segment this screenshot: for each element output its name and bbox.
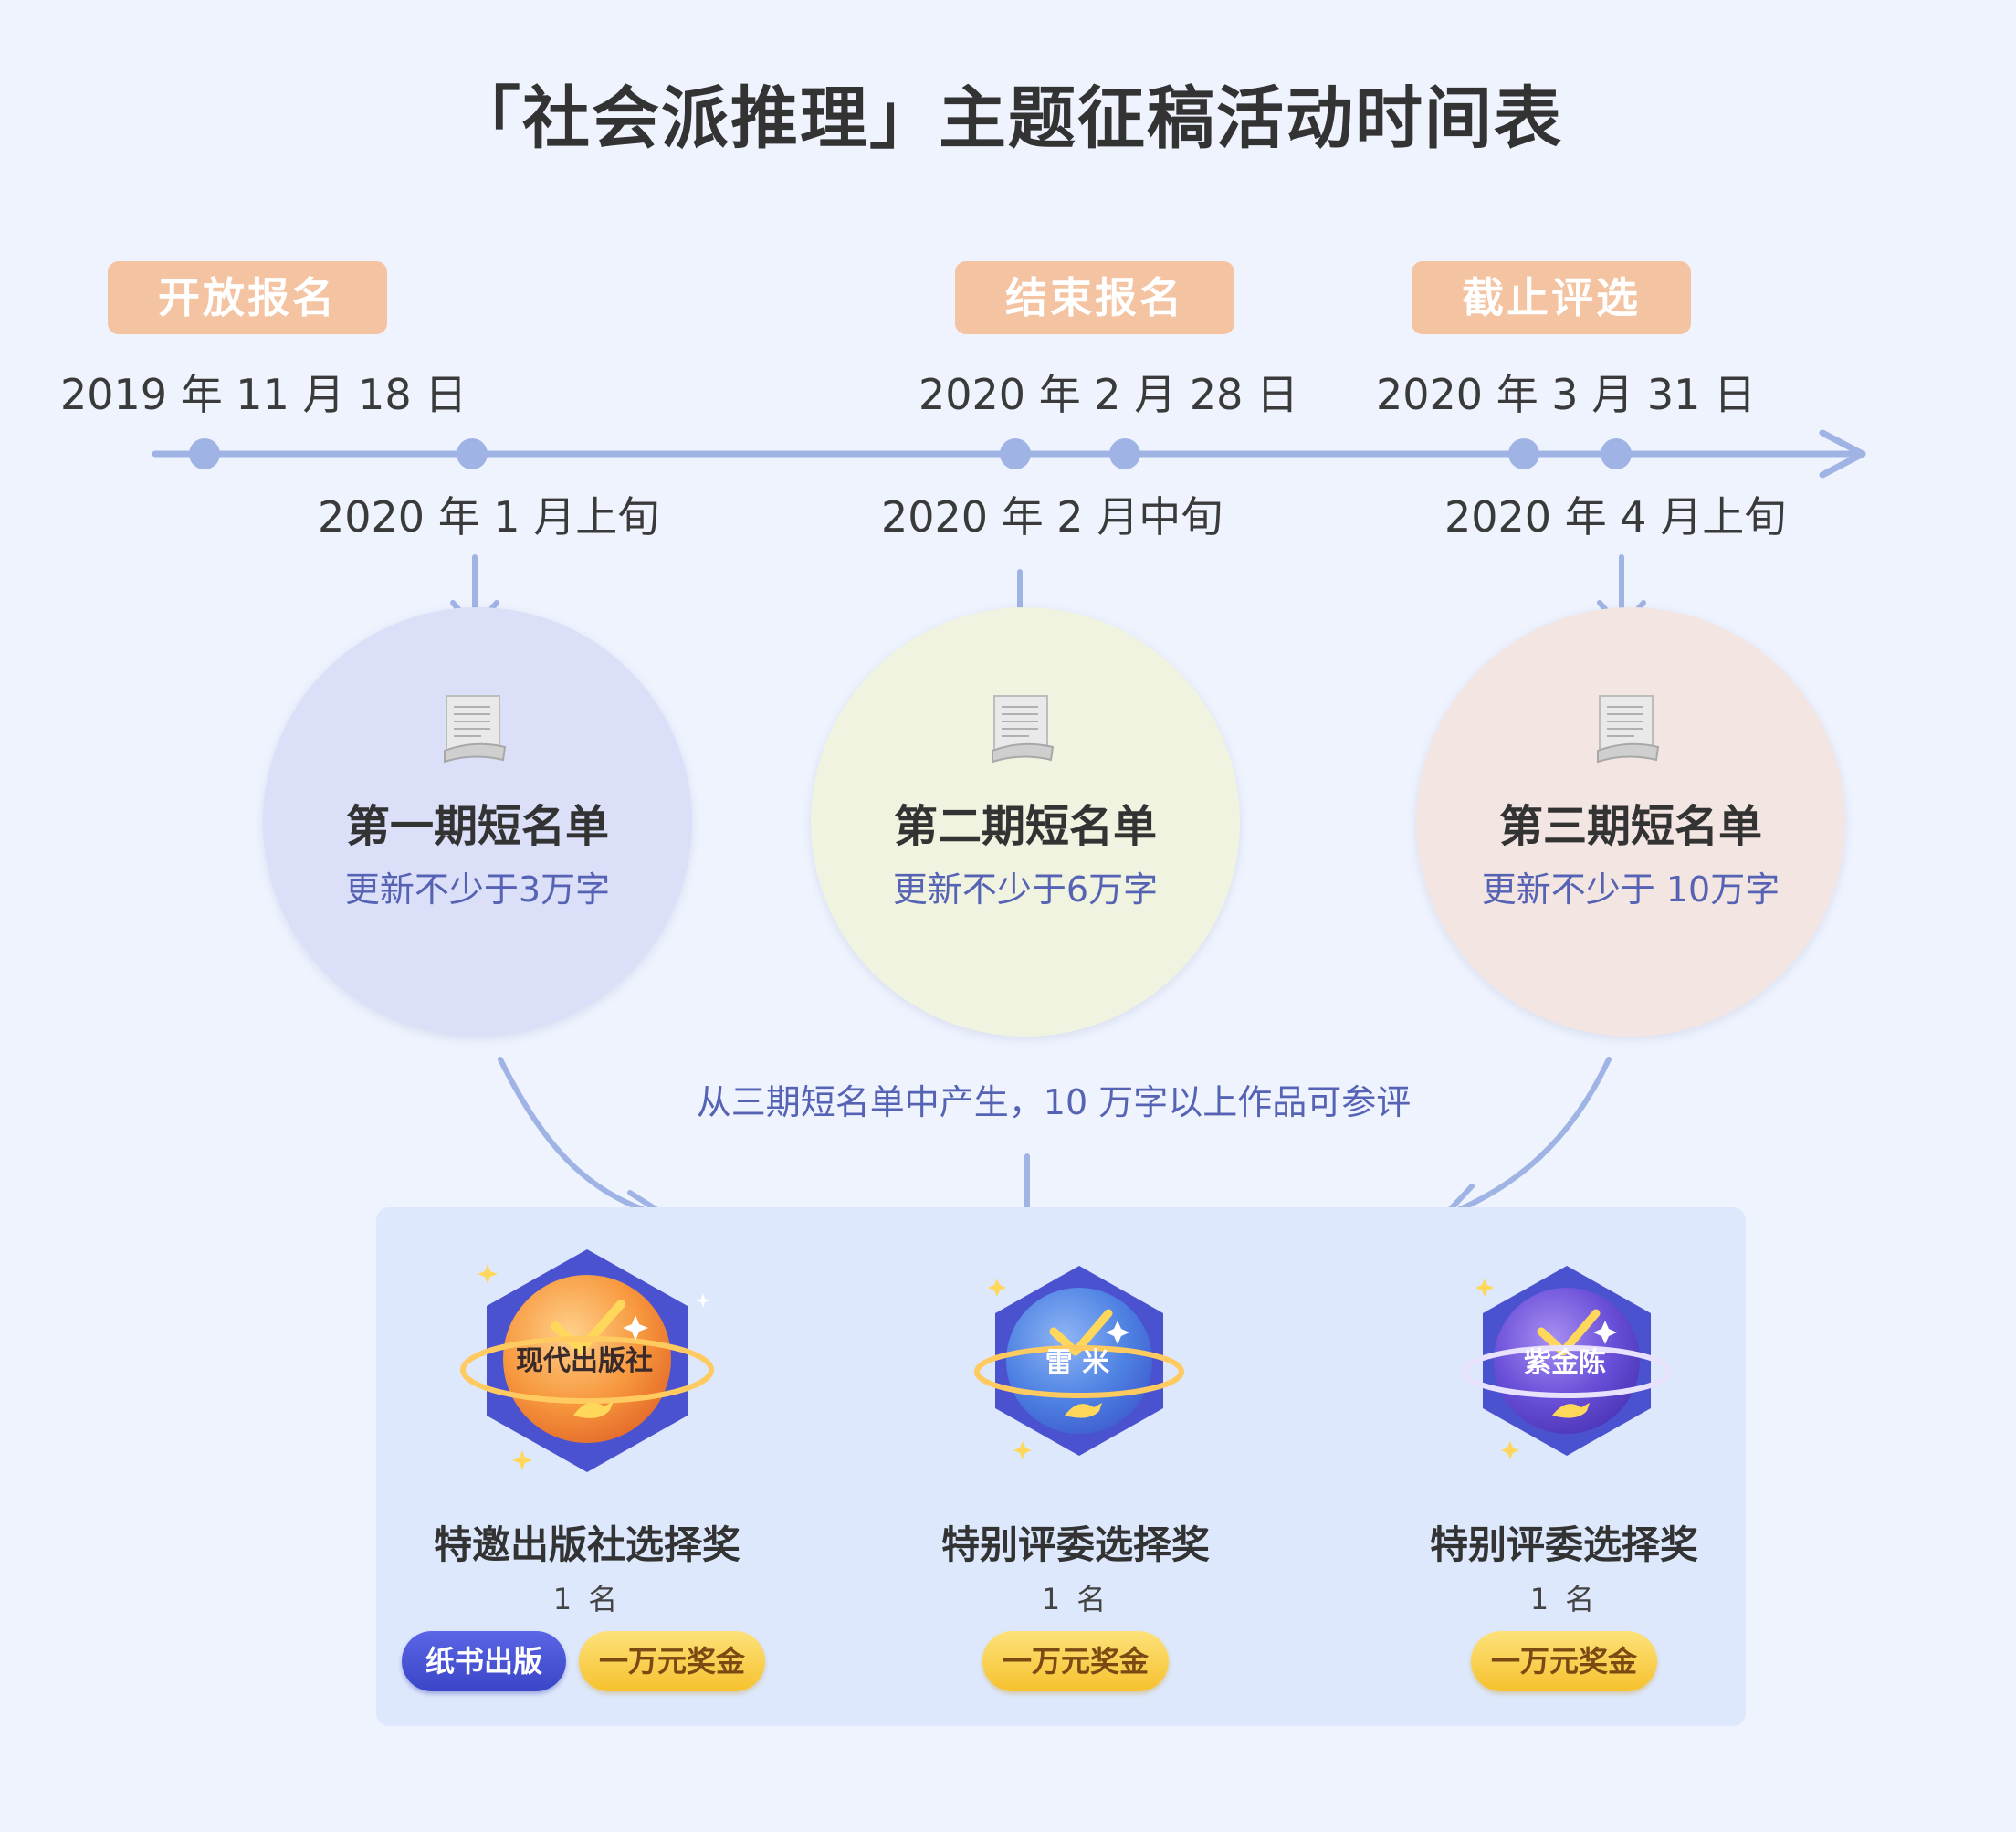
- tag-close-registration: 结束报名: [955, 261, 1234, 334]
- judge-zijinchen-badge-icon: 紫金陈: [1462, 1266, 1672, 1459]
- shortlist-title-1: 第一期短名单: [345, 801, 609, 852]
- date-close: 2020 年 2 月 28 日: [919, 370, 1298, 419]
- prize-money-badge-1: 一万元奖金: [579, 1631, 765, 1691]
- document-icon: [1597, 695, 1660, 763]
- date-third-shortlist: 2020 年 4 月上旬: [1444, 492, 1787, 542]
- badge-label-2: 雷 米: [1045, 1347, 1109, 1379]
- award-count-1: 1 名: [552, 1582, 622, 1616]
- timeline-dots: [189, 438, 1632, 469]
- date-deadline: 2020 年 3 月 31 日: [1376, 370, 1756, 419]
- shortlist-requirement-3: 更新不少于 10万字: [1481, 869, 1780, 910]
- print-publication-badge: 纸书出版: [402, 1631, 566, 1691]
- page-title: 「社会派推理」主题征稿活动时间表: [453, 79, 1563, 158]
- badge-label-3: 紫金陈: [1524, 1347, 1606, 1379]
- award-name-3: 特别评委选择奖: [1429, 1522, 1698, 1567]
- award-count-3: 1 名: [1529, 1582, 1599, 1616]
- tag-open-registration: 开放报名: [108, 261, 387, 334]
- badge-label-1: 现代出版社: [516, 1345, 653, 1377]
- prize-money-badge-3: 一万元奖金: [1471, 1631, 1657, 1691]
- shortlist-title-2: 第二期短名单: [893, 801, 1157, 852]
- shortlist-title-3: 第三期短名单: [1498, 801, 1762, 852]
- publisher-badge-icon: 现代出版社: [460, 1249, 714, 1472]
- document-icon: [444, 695, 507, 763]
- award-count-2: 1 名: [1041, 1582, 1110, 1616]
- prize-money-badge-2: 一万元奖金: [982, 1631, 1169, 1691]
- judge-leimi-badge-icon: 雷 米: [974, 1266, 1184, 1459]
- date-second-shortlist: 2020 年 2 月中旬: [881, 492, 1223, 542]
- award-name-2: 特别评委选择奖: [940, 1522, 1210, 1567]
- date-open: 2019 年 11 月 18 日: [60, 370, 467, 419]
- date-first-shortlist: 2020 年 1 月上旬: [318, 492, 660, 542]
- eligibility-note: 从三期短名单中产生，10 万字以上作品可参评: [696, 1082, 1412, 1122]
- shortlist-circle-2: 第二期短名单 更新不少于6万字: [811, 607, 1240, 1037]
- award-name-1: 特邀出版社选择奖: [433, 1522, 740, 1567]
- shortlist-requirement-1: 更新不少于3万字: [344, 869, 611, 910]
- tag-selection-deadline: 截止评选: [1412, 261, 1691, 334]
- shortlist-requirement-2: 更新不少于6万字: [892, 869, 1159, 910]
- shortlist-circle-1: 第一期短名单 更新不少于3万字: [263, 607, 692, 1037]
- shortlist-circle-3: 第三期短名单 更新不少于 10万字: [1416, 607, 1845, 1037]
- document-icon: [992, 695, 1055, 763]
